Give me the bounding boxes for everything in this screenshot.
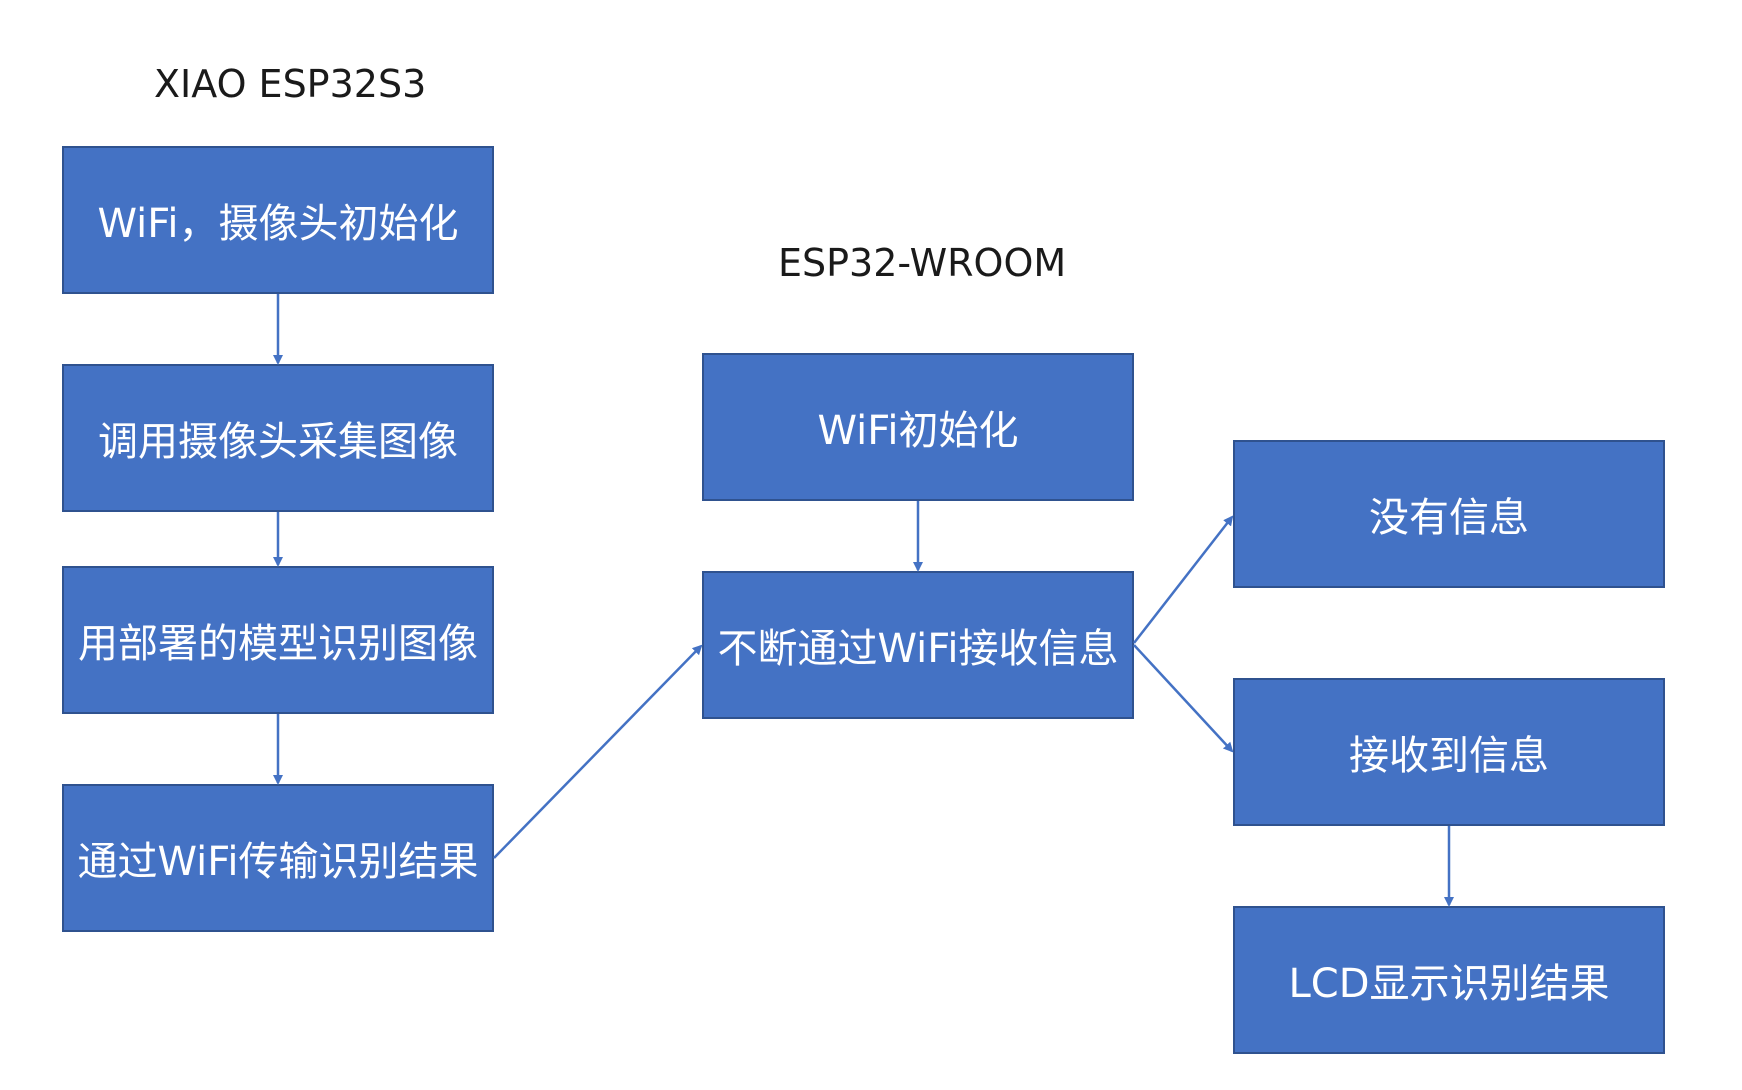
arrow-receive-to-no-info [1133,515,1234,644]
esp32-wroom-heading: ESP32-WROOM [778,241,1067,285]
receive-loop-label: 不断通过WiFi接收信息 [717,626,1119,672]
wifi-transmit-box: 通过WiFi传输识别结果 [62,784,494,932]
receive-loop-box: 不断通过WiFi接收信息 [702,571,1134,719]
info-received-label: 接收到信息 [1349,733,1549,779]
no-info-box: 没有信息 [1233,440,1665,588]
no-info-label: 没有信息 [1369,495,1529,541]
info-received-box: 接收到信息 [1233,678,1665,826]
camera-capture-box: 调用摄像头采集图像 [62,364,494,512]
wifi-camera-init-box: WiFi，摄像头初始化 [62,146,494,294]
model-recognition-label: 用部署的模型识别图像 [78,621,478,667]
wifi-transmit-label: 通过WiFi传输识别结果 [77,839,479,885]
xiao-esp32s3-heading: XIAO ESP32S3 [154,62,427,106]
wifi-init-label: WiFi初始化 [817,408,1019,454]
model-recognition-box: 用部署的模型识别图像 [62,566,494,714]
camera-capture-label: 调用摄像头采集图像 [98,419,458,465]
lcd-display-label: LCD显示识别结果 [1288,961,1610,1007]
arrow-receive-to-info-received [1133,644,1234,753]
lcd-display-box: LCD显示识别结果 [1233,906,1665,1054]
wifi-camera-init-label: WiFi，摄像头初始化 [97,201,459,247]
wifi-init-box: WiFi初始化 [702,353,1134,501]
arrow-transmit-to-receive [493,644,703,859]
